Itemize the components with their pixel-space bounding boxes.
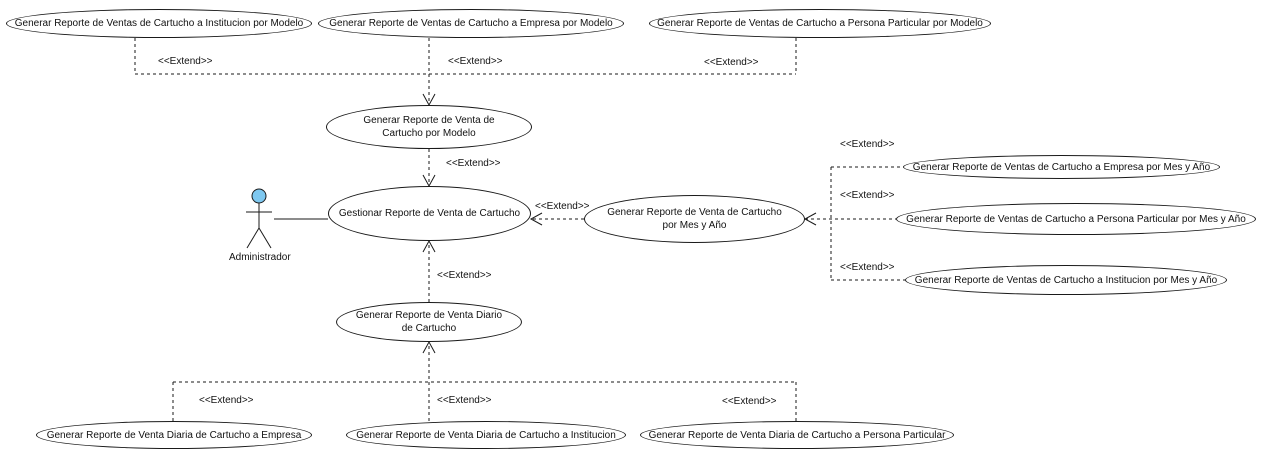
extend-label: <<Extend>> xyxy=(722,396,777,407)
arrowhead-mes-anio xyxy=(803,212,817,226)
actor-leg-right xyxy=(258,227,272,249)
usecase-top-institucion[interactable]: Generar Reporte de Ventas de Cartucho a … xyxy=(6,9,312,38)
usecase-dia-persona[interactable]: Generar Reporte de Venta Diaria de Cartu… xyxy=(640,421,954,449)
usecase-mes-anio[interactable]: Generar Reporte de Venta de Cartucho por… xyxy=(584,195,805,243)
extend-label: <<Extend>> xyxy=(840,262,895,273)
extend-label: <<Extend>> xyxy=(437,270,492,281)
usecase-mes-institucion[interactable]: Generar Reporte de Ventas de Cartucho a … xyxy=(905,265,1227,295)
extend-label: <<Extend>> xyxy=(446,158,501,169)
extend-label: <<Extend>> xyxy=(199,395,254,406)
arrowhead-gestionar-right xyxy=(529,212,543,226)
extend-label: <<Extend>> xyxy=(704,57,759,68)
usecase-mes-persona[interactable]: Generar Reporte de Ventas de Cartucho a … xyxy=(896,203,1256,235)
extend-label: <<Extend>> xyxy=(448,56,503,67)
usecase-top-persona[interactable]: Generar Reporte de Ventas de Cartucho a … xyxy=(649,9,991,38)
usecase-top-empresa[interactable]: Generar Reporte de Ventas de Cartucho a … xyxy=(318,9,624,38)
usecase-dia-institucion[interactable]: Generar Reporte de Venta Diaria de Cartu… xyxy=(346,421,626,449)
extend-label: <<Extend>> xyxy=(158,56,213,67)
extend-label: <<Extend>> xyxy=(840,139,895,150)
extend-label: <<Extend>> xyxy=(437,395,492,406)
arrowhead-diario xyxy=(422,340,436,354)
usecase-gestionar[interactable]: Gestionar Reporte de Venta de Cartucho xyxy=(328,186,531,241)
usecase-diario[interactable]: Generar Reporte de Venta Diario de Cartu… xyxy=(336,302,522,342)
usecase-mes-empresa[interactable]: Generar Reporte de Ventas de Cartucho a … xyxy=(903,155,1220,179)
arrowhead-gestionar-bottom xyxy=(422,239,436,253)
extend-label: <<Extend>> xyxy=(840,190,895,201)
usecase-dia-empresa[interactable]: Generar Reporte de Venta Diaria de Cartu… xyxy=(36,421,312,449)
usecase-por-modelo[interactable]: Generar Reporte de Venta de Cartucho por… xyxy=(326,105,532,149)
actor-name: Administrador xyxy=(229,252,291,263)
extend-label: <<Extend>> xyxy=(535,201,590,212)
actor-leg-left xyxy=(246,227,260,249)
actor-head xyxy=(251,188,267,204)
